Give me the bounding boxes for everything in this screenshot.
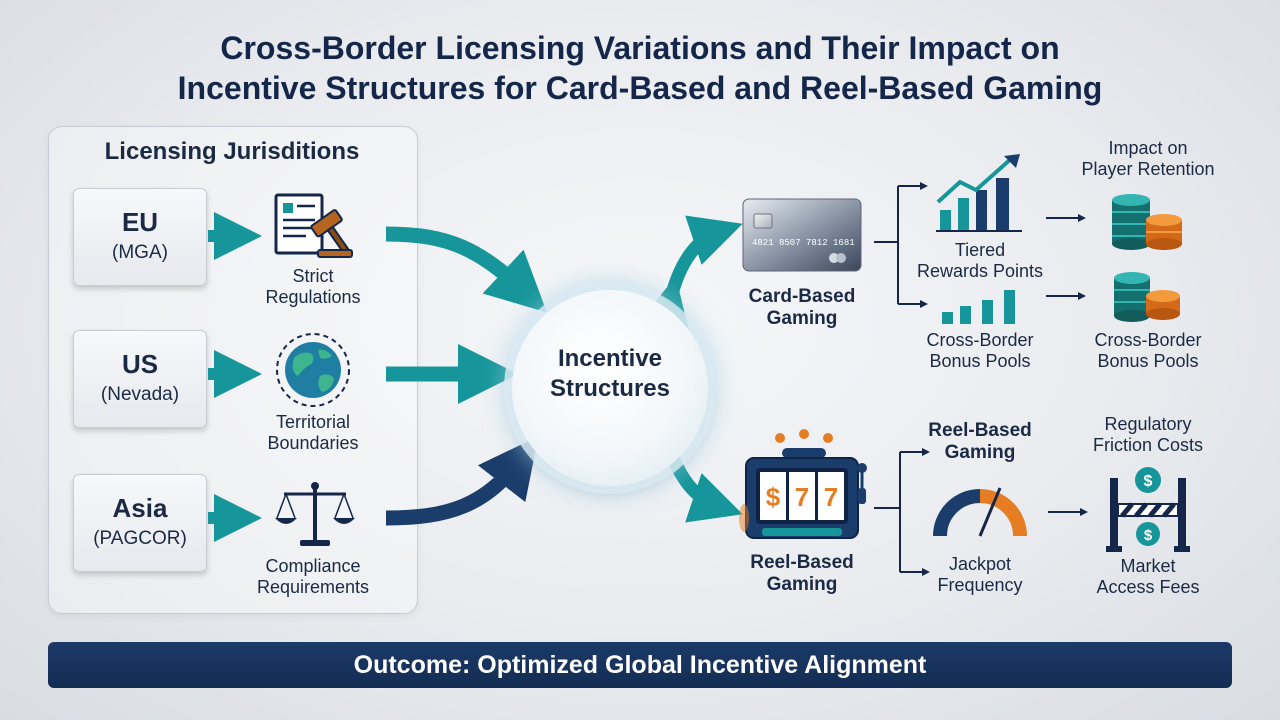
incentive-structures-hub (512, 290, 708, 486)
label-line: Tiered (954, 240, 1006, 260)
label-line: Market (1120, 556, 1176, 576)
label-line: Cross-Border (1094, 330, 1202, 350)
tiered-rewards-label: Tiered Rewards Points (902, 240, 1058, 282)
jurisdiction-body: (PAGCOR) (93, 528, 187, 549)
title-line-2: Incentive Structures for Card-Based and … (177, 70, 1103, 106)
cross-border-bonus-label: Cross-Border Bonus Pools (902, 330, 1058, 372)
market-access-fees-label: Market Access Fees (1068, 556, 1228, 598)
bar-chart-icon (942, 290, 1015, 324)
label-line: Access Fees (1096, 577, 1200, 597)
legal-document-gavel-icon (274, 193, 353, 258)
jurisdiction-code: US (121, 349, 159, 379)
label-line: Territorial (275, 412, 350, 432)
reel-based-label: Reel-Based Gaming (722, 552, 882, 596)
reel-branch-line (874, 452, 901, 572)
reel-symbol: $ (766, 482, 781, 512)
svg-text:$: $ (1144, 473, 1153, 490)
card-branch-line (874, 185, 922, 305)
coin-stacks-icon (1112, 194, 1182, 250)
page-title: Cross-Border Licensing Variations and Th… (40, 28, 1240, 108)
jurisdiction-code: Asia (112, 493, 168, 523)
jurisdictions-heading: Licensing Jurisditions (104, 138, 360, 165)
label-line: Regulations (265, 287, 361, 307)
label-line: Compliance (265, 556, 361, 576)
reel-symbol: 7 (795, 482, 809, 512)
label-line: Frequency (937, 575, 1023, 595)
reel-branch-heading: Reel-Based Gaming (902, 420, 1058, 464)
slot-machine-icon: $ 7 7 (739, 429, 867, 539)
label-line: Reel-Based (928, 420, 1032, 441)
gauge-icon (933, 487, 1027, 537)
title-line-1: Cross-Border Licensing Variations and Th… (220, 30, 1060, 66)
incentive-structures-label: Incentive Structures (512, 344, 708, 404)
coin-stacks-icon (1114, 272, 1180, 322)
label-line: Gaming (766, 574, 838, 595)
arrow-regulations-to-center (385, 226, 547, 313)
arrow-compliance-to-center (385, 436, 539, 526)
eu-icon-label: Strict Regulations (238, 266, 388, 308)
player-retention-label: Impact on Player Retention (1068, 138, 1228, 180)
jurisdiction-eu: EU (MGA) (73, 188, 207, 286)
jurisdiction-code: EU (121, 207, 159, 237)
barrier-fees-icon: $ $ (1106, 467, 1190, 552)
label-line: Friction Costs (1092, 435, 1204, 455)
outcome-banner: Outcome: Optimized Global Incentive Alig… (48, 642, 1232, 688)
credit-card-icon: 4821 8507 7812 1681 (742, 198, 862, 272)
label-line: Gaming (944, 442, 1016, 463)
label-line: Player Retention (1081, 159, 1215, 179)
label-line: Gaming (766, 308, 838, 329)
label-line: Bonus Pools (929, 351, 1031, 371)
label-line: Impact on (1108, 138, 1188, 158)
jurisdiction-us: US (Nevada) (73, 330, 207, 428)
asia-icon-label: Compliance Requirements (238, 556, 388, 598)
scales-icon (275, 482, 355, 546)
hub-line: Incentive (557, 345, 663, 372)
label-line: Reel-Based (750, 552, 854, 573)
label-line: Strict (292, 266, 334, 286)
label-line: Regulatory (1104, 414, 1192, 434)
jackpot-frequency-label: Jackpot Frequency (902, 554, 1058, 596)
growth-chart-icon (936, 154, 1022, 232)
label-line: Rewards Points (916, 261, 1044, 281)
globe-icon (276, 333, 350, 407)
svg-text:$: $ (1144, 527, 1153, 544)
card-based-label: Card-Based Gaming (722, 286, 882, 330)
reel-symbol: 7 (824, 482, 838, 512)
arrow-center-card (638, 215, 743, 334)
card-number: 4821 8507 7812 1681 (752, 238, 855, 248)
regulatory-friction-label: Regulatory Friction Costs (1068, 414, 1228, 456)
label-line: Boundaries (267, 433, 359, 453)
label-line: Cross-Border (926, 330, 1034, 350)
jurisdiction-asia: Asia (PAGCOR) (73, 474, 207, 572)
label-line: Card-Based (748, 286, 856, 307)
jurisdiction-body: (Nevada) (100, 384, 180, 405)
label-line: Requirements (256, 577, 370, 597)
jurisdiction-body: (MGA) (112, 242, 168, 263)
label-line: Bonus Pools (1097, 351, 1199, 371)
cross-border-pools-label: Cross-Border Bonus Pools (1070, 330, 1226, 372)
hub-line: Structures (549, 375, 671, 402)
label-line: Jackpot (948, 554, 1012, 574)
us-icon-label: Territorial Boundaries (238, 412, 388, 454)
